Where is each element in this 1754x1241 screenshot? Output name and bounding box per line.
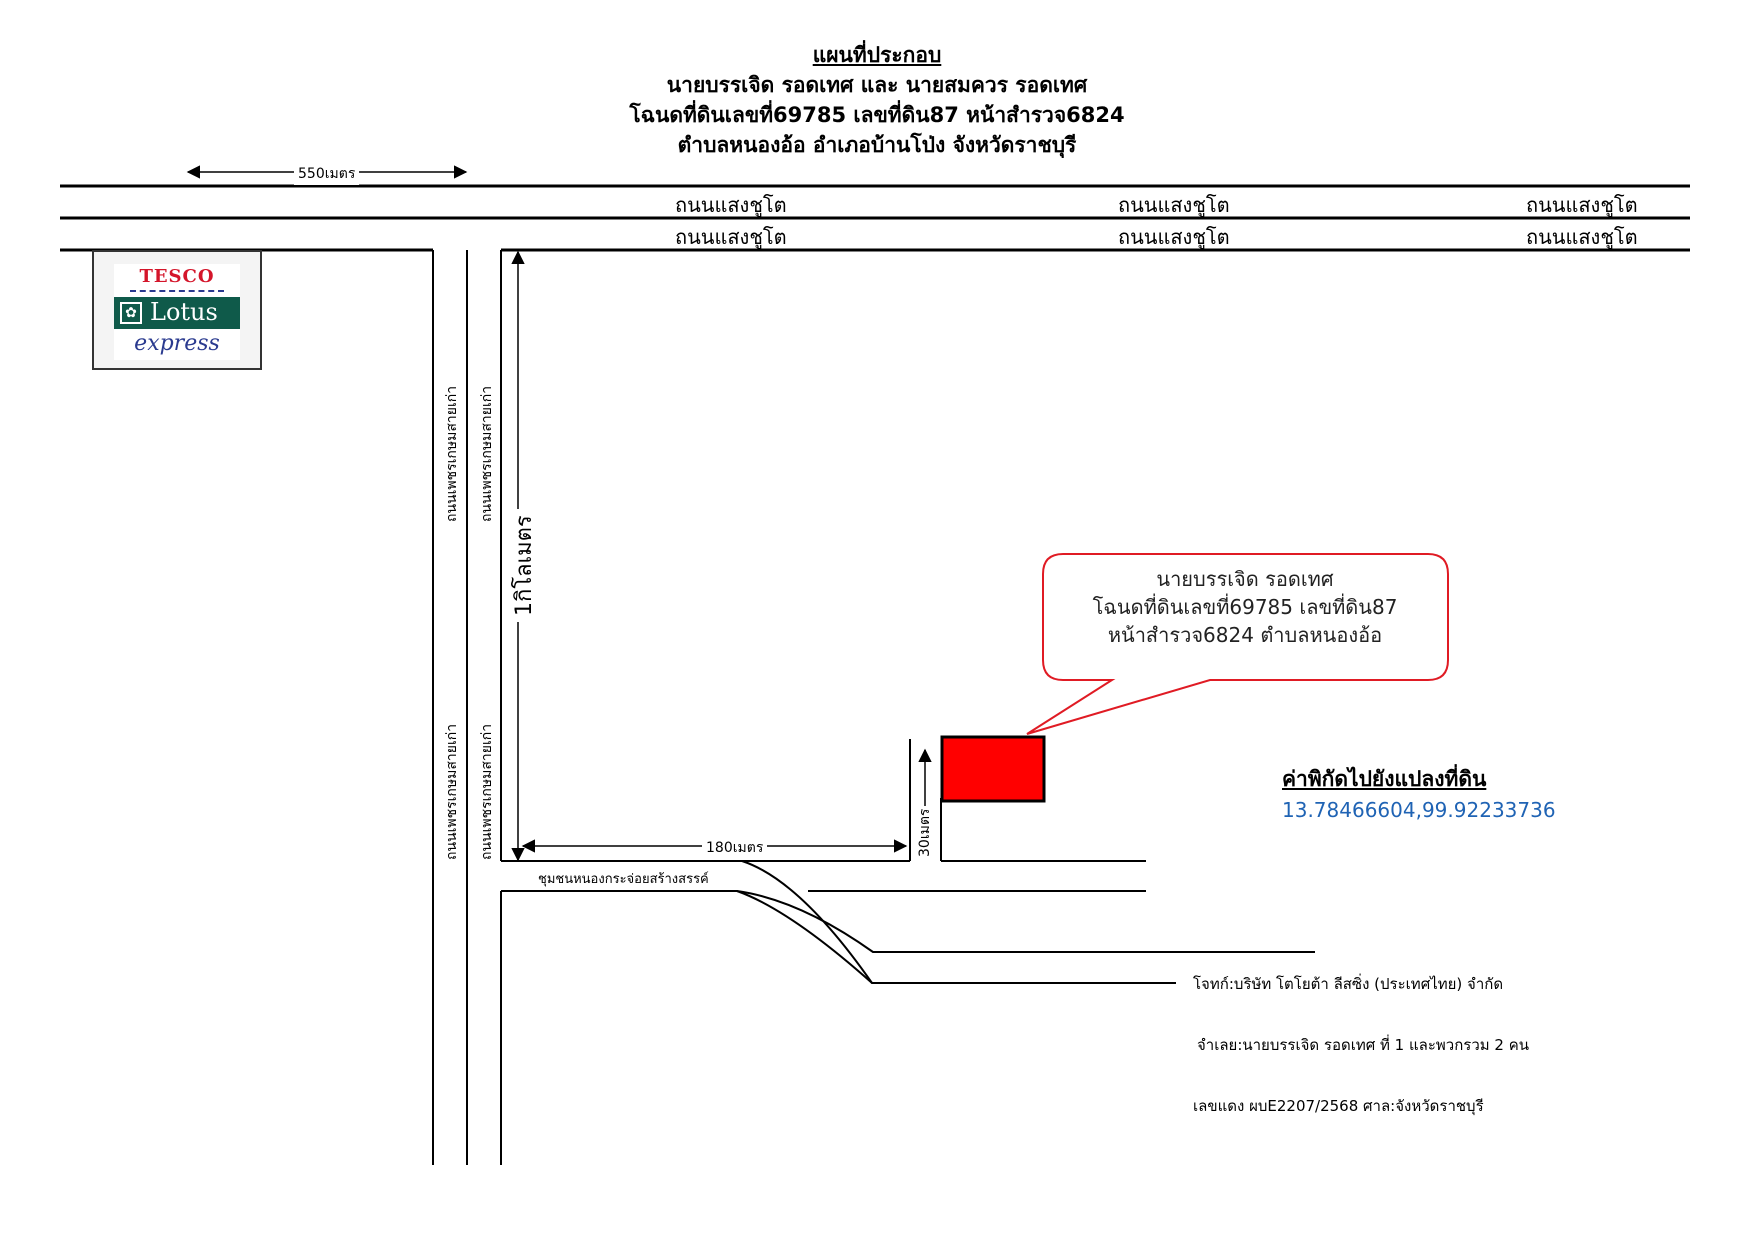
top-distance-label: 550เมตร [294, 163, 360, 185]
defendant-text: จำเลย:นายบรรเจิด รอดเทศ ที่ 1 และพวกรวม … [1197, 1036, 1530, 1054]
callout-line-3: หน้าสำรวจ6824 ตำบลหนองอ้อ [1107, 623, 1383, 647]
lotus-emblem-icon: ✿ [120, 302, 142, 324]
main-road-label-3: ถนนแสงชูโต [1526, 193, 1638, 217]
callout-text: นายบรรเจิด รอดเทศ โฉนดที่ดินเลขที่69785 … [1050, 565, 1440, 649]
title-line-1: แผนที่ประกอบ [812, 43, 942, 67]
callout-line-1: นายบรรเจิด รอดเทศ [1156, 567, 1334, 591]
logo-image: TESCO ✿ Lotus express [114, 264, 240, 360]
logo-tesco-text: TESCO [139, 266, 215, 287]
main-road-label-2: ถนนแสงชูโต [1118, 193, 1230, 217]
main-road-label-6: ถนนแสงชูโต [1526, 225, 1638, 249]
branch-road-a [741, 860, 1176, 984]
map-title: แผนที่ประกอบ นายบรรเจิด รอดเทศ และ นายสม… [0, 40, 1754, 160]
logo-lotus-bar: ✿ Lotus [114, 297, 240, 329]
community-road-upper [501, 890, 1315, 953]
community-label: ชุมชนหนองกระจ่อยสร้างสรรค์ [538, 872, 709, 887]
plaintiff-text: โจทก์:บริษัท โตโยต้า ลีสซิ่ง (ประเทศไทย)… [1193, 975, 1504, 993]
land-plot [940, 735, 1046, 803]
coordinates-title: ค่าพิกัดไปยังแปลงที่ดิน [1282, 767, 1487, 791]
logo-express-text: express [134, 331, 220, 356]
horizontal-distance-label: 180เมตร [702, 837, 768, 859]
logo-stripes-icon [130, 290, 224, 295]
case-number-text: เลขแดง ผบE2207/2568 ศาล:จังหวัดราชบุรี [1193, 1097, 1484, 1115]
main-road-label-1: ถนนแสงชูโต [675, 193, 787, 217]
side-road-label-2: ถนนเพชรเกษมสายเก่า [479, 385, 495, 522]
side-road-label-1: ถนนเพชรเกษมสายเก่า [444, 385, 460, 522]
tesco-lotus-logo: TESCO ✿ Lotus express [92, 250, 262, 370]
callout-bubble [1026, 553, 1449, 735]
title-line-2: นายบรรเจิด รอดเทศ และ นายสมควร รอดเทศ [666, 73, 1088, 97]
title-line-3: โฉนดที่ดินเลขที่69785 เลขที่ดิน87 หน้าสำ… [629, 103, 1125, 127]
branch-road-b [736, 890, 873, 984]
main-road-label-4: ถนนแสงชูโต [675, 225, 787, 249]
side-road-label-3: ถนนเพชรเกษมสายเก่า [444, 723, 460, 860]
title-line-4: ตำบลหนองอ้อ อำเภอบ้านโป่ง จังหวัดราชบุรี [677, 133, 1077, 157]
vertical-distance-label: 1กิโลเมตร [506, 509, 541, 622]
side-road-label-4: ถนนเพชรเกษมสายเก่า [479, 723, 495, 860]
coordinates-value: 13.78466604,99.92233736 [1282, 798, 1556, 822]
callout-line-2: โฉนดที่ดินเลขที่69785 เลขที่ดิน87 [1092, 595, 1398, 619]
logo-lotus-text: Lotus [150, 298, 218, 326]
main-road-label-5: ถนนแสงชูโต [1118, 225, 1230, 249]
short-distance-label: 30เมตร [914, 805, 936, 860]
